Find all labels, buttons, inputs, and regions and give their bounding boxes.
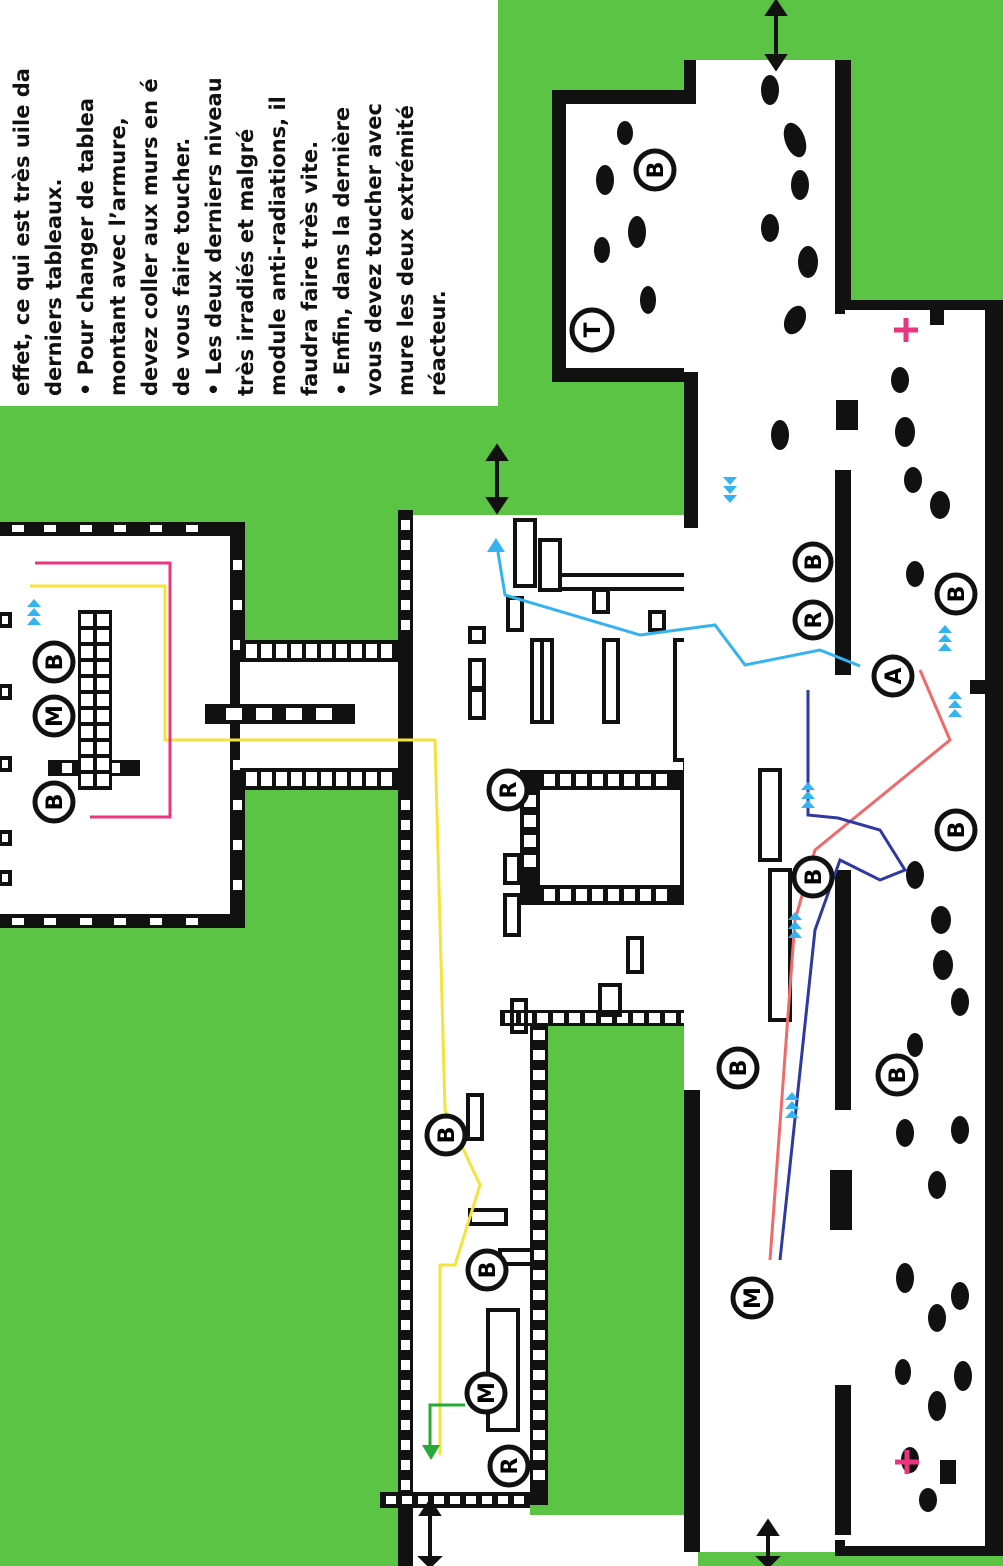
svg-text:R: R [497,781,522,798]
svg-text:M: M [741,1287,766,1309]
svg-text:B: B [802,869,827,886]
circled-letter-icon: R [795,602,831,638]
svg-text:B: B [435,1127,460,1144]
circled-letter-icon: R [490,1447,528,1485]
circled-letter-icon: B [35,643,73,681]
circled-letter-icon: B [427,1116,465,1154]
svg-text:B: B [886,1067,911,1084]
instructions-line: • Enfin, dans la dernière [326,8,358,396]
circled-letter-icon: T [572,310,612,350]
circled-letter-icon: B [937,575,975,613]
instructions-line: de vous faire toucher. [166,8,198,396]
circled-letter-icon: M [467,1374,505,1412]
instructions-line: montant avec l’armure, [102,8,134,396]
circled-letter-icon: B [878,1056,916,1094]
instructions-line: • Pour changer de tablea [70,8,102,396]
circled-letter-icon: A [874,657,912,695]
svg-text:B: B [43,794,68,811]
instructions-line: devez coller aux murs en é [134,8,166,396]
circled-letter-icon: M [733,1279,771,1317]
instructions-line: réacteur. [422,8,454,396]
circled-letter-icon: B [35,783,73,821]
svg-text:M: M [475,1382,500,1404]
svg-text:B: B [802,554,827,571]
instructions-line: module anti-radiations, il [262,8,294,396]
svg-text:R: R [802,611,827,628]
double-arrow-icon [489,447,505,511]
svg-text:R: R [498,1457,523,1474]
instructions-line: • Les deux derniers niveau [198,8,230,396]
instructions-line: derniers tableaux. [38,8,70,396]
instructions-line: mure les deux extrémité [390,8,422,396]
circled-letter-icon: B [636,151,674,189]
instructions-line: faudra faire très vite. [294,8,326,396]
svg-text:B: B [476,1262,501,1279]
svg-text:B: B [644,162,669,179]
instructions-line: très irradiés et malgré [230,8,262,396]
circled-letter-icon: B [794,858,832,896]
instructions-line: effet, ce qui est très uile da [6,8,38,396]
circled-letter-icon: R [489,771,527,809]
circled-letter-icon: B [468,1251,506,1289]
circled-letter-icon: B [937,811,975,849]
circled-letter-icon: B [795,544,831,580]
circled-letter-icon: B [719,1049,757,1087]
circled-letter-icon: M [35,697,73,735]
svg-text:A: A [882,667,907,684]
svg-text:B: B [945,586,970,603]
svg-text:B: B [945,822,970,839]
svg-text:M: M [43,705,68,727]
svg-text:B: B [43,654,68,671]
svg-text:B: B [727,1060,752,1077]
double-arrow-icon [768,2,784,68]
instructions-line: vous devez toucher avec [358,8,390,396]
svg-text:T: T [581,322,606,337]
instructions-panel: effet, ce qui est très uile da derniers … [0,0,498,406]
instructions-text: effet, ce qui est très uile da derniers … [0,0,498,406]
